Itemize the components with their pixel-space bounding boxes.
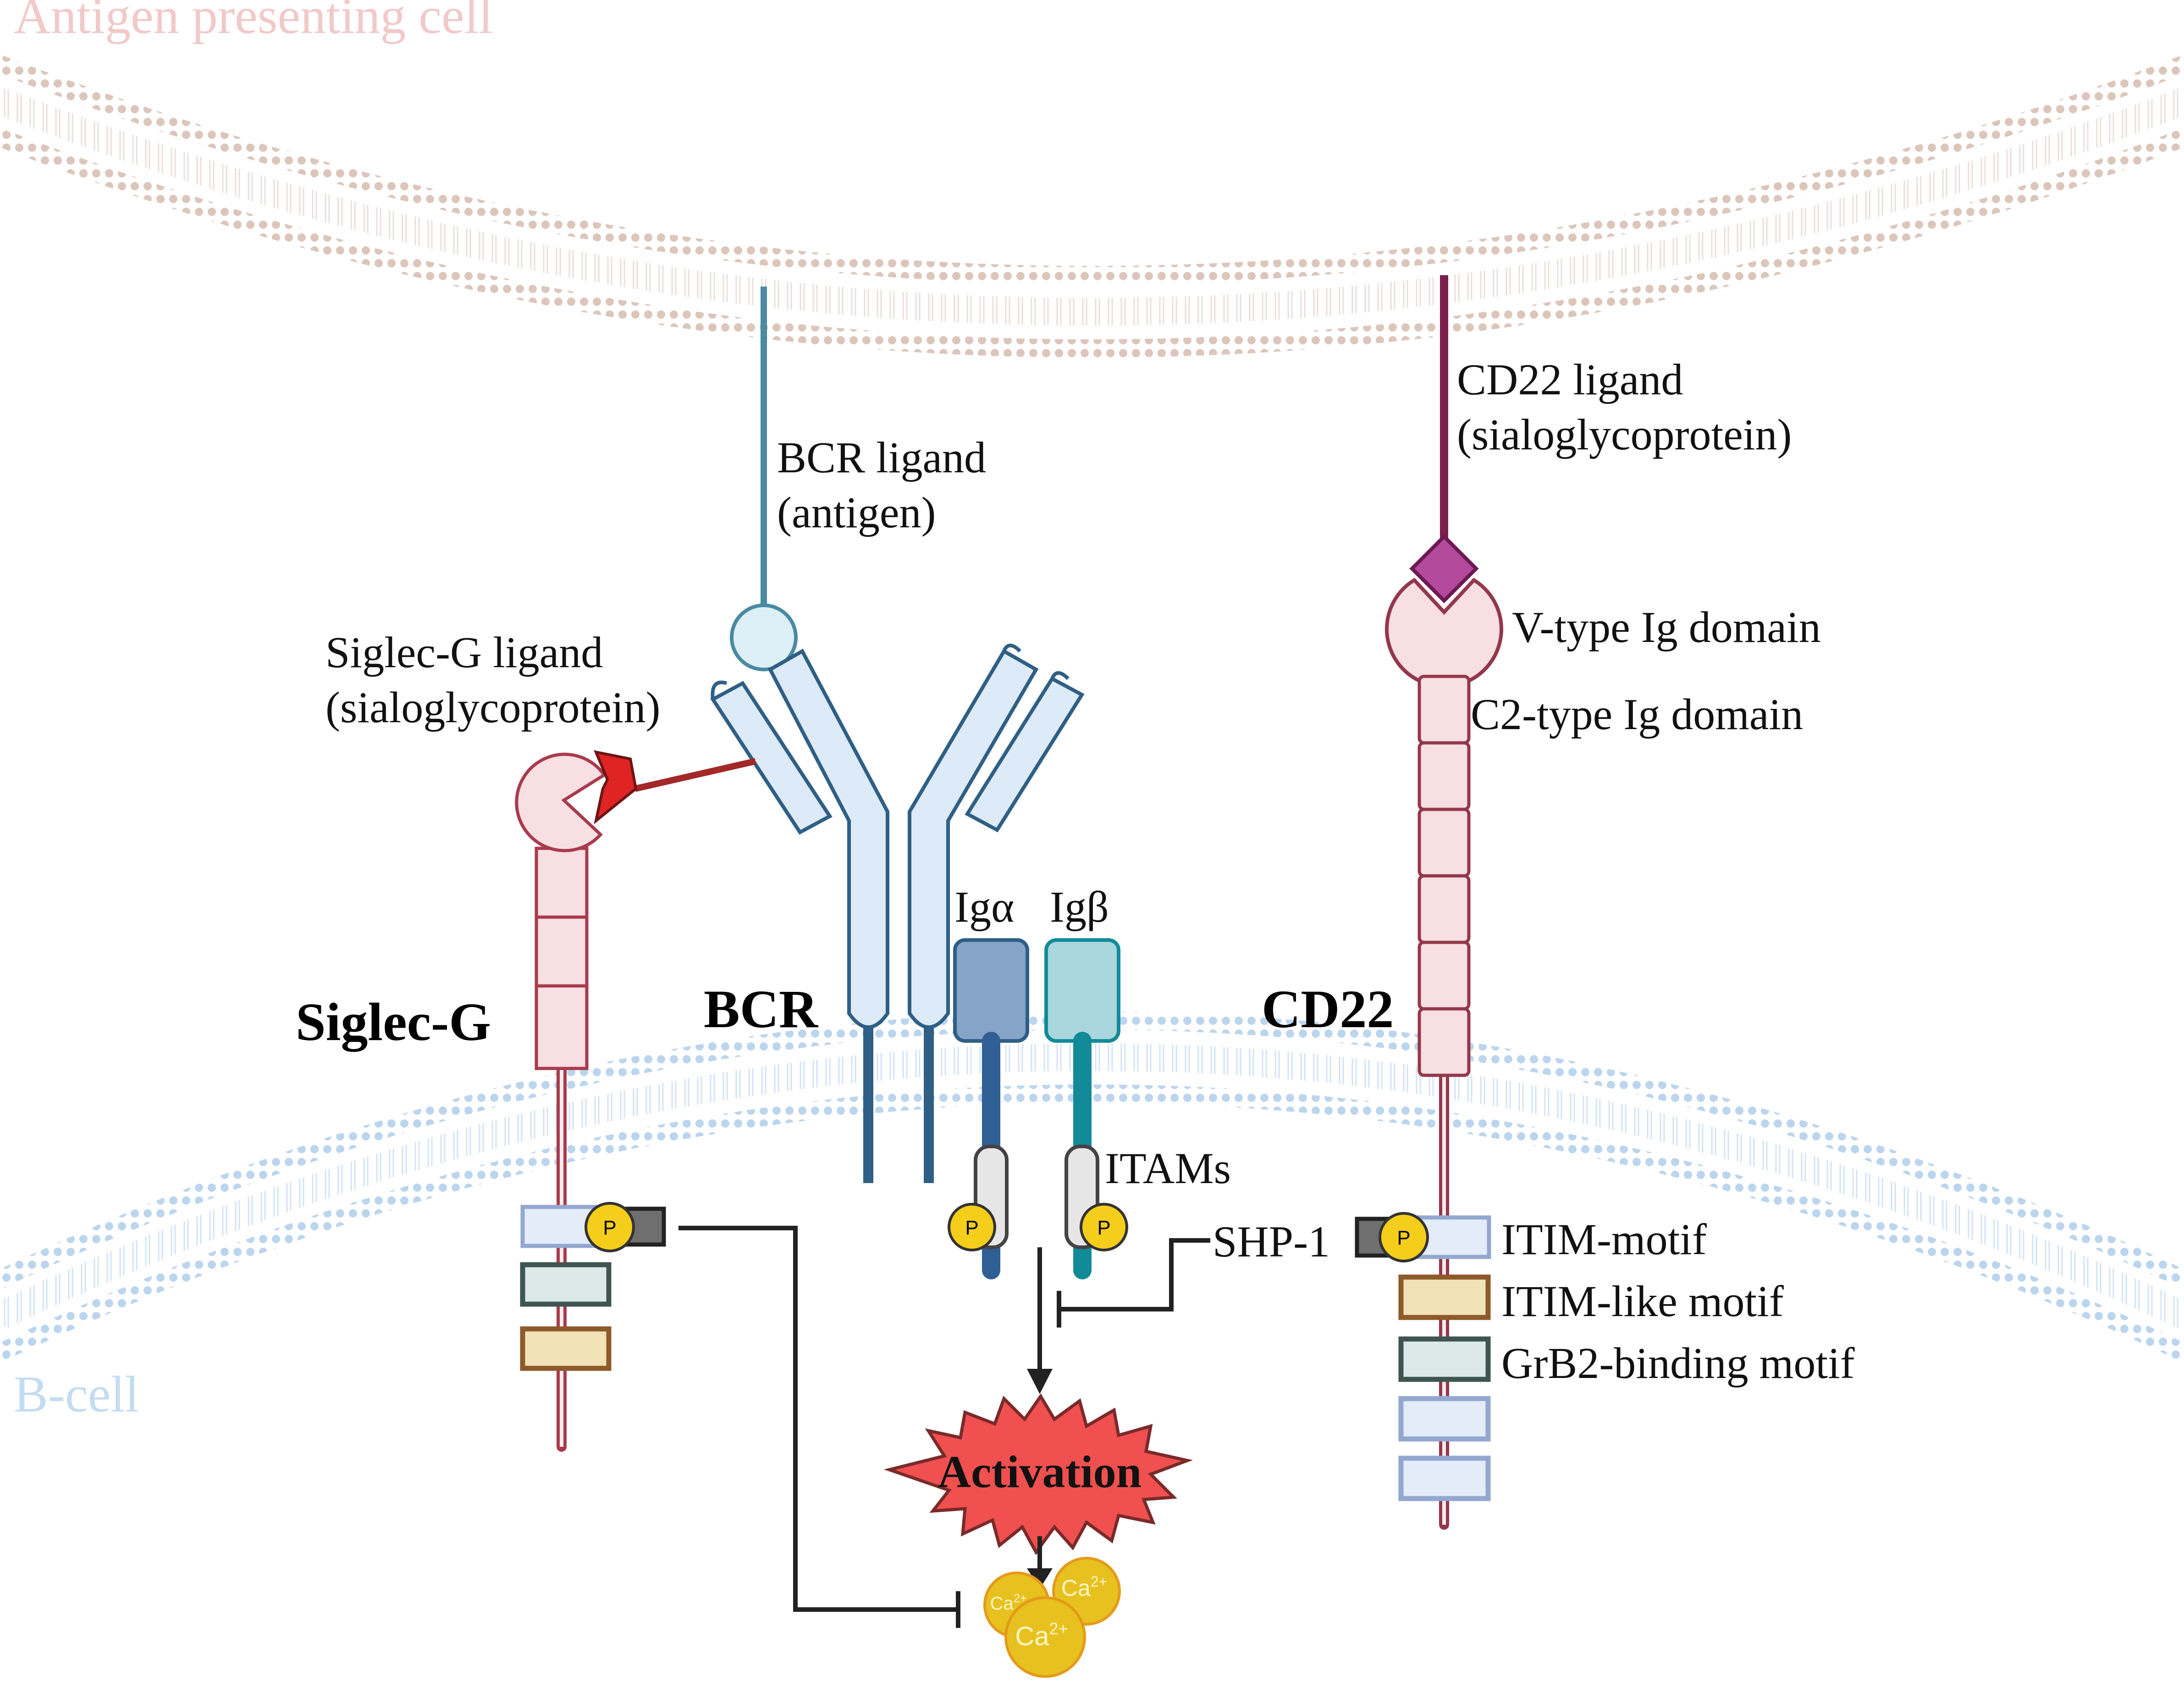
activation-arrow	[1027, 1247, 1053, 1394]
svg-text:Ca2+: Ca2+	[1015, 1619, 1068, 1651]
apc-membrane	[0, 55, 2184, 358]
calcium-icon	[1004, 1596, 1086, 1678]
bcr-ligand-label: BCR ligand (antigen)	[777, 433, 997, 537]
cd22-receptor: P	[1355, 577, 1503, 1530]
svg-text:P: P	[1097, 1217, 1110, 1239]
activation-burst	[883, 1393, 1193, 1555]
bcr-label: BCR	[704, 979, 819, 1039]
cd22-ligand	[1409, 275, 1479, 603]
ig-beta: P	[1044, 938, 1128, 1279]
siglec-g-ligand-label: Siglec-G ligand (sialoglycoprotein)	[325, 628, 660, 732]
svg-text:P: P	[1397, 1227, 1410, 1249]
itim-motif-label: ITIM-motif	[1501, 1215, 1707, 1264]
itams-label: ITAMs	[1105, 1144, 1231, 1193]
cd22-label: CD22	[1262, 979, 1394, 1039]
itim-like-label: ITIM-like motif	[1501, 1277, 1784, 1326]
bcell-label: B-cell	[14, 1366, 139, 1423]
ig-alpha-label: Igα	[954, 882, 1014, 931]
siglec-g-receptor: P	[515, 752, 666, 1452]
apc-label: Antigen presenting cell	[14, 0, 493, 44]
calcium-arrow	[1027, 1536, 1053, 1589]
phospho-icon	[585, 1202, 635, 1252]
siglec-inhibition-line	[678, 1226, 960, 1628]
bcr-receptor	[710, 643, 1085, 1183]
grb2-label: GrB2-binding motif	[1501, 1339, 1855, 1388]
siglec-g-ligand	[594, 750, 756, 824]
svg-text:Ca2+: Ca2+	[990, 1591, 1027, 1614]
phospho-icon	[1379, 1212, 1429, 1262]
svg-text:P: P	[965, 1217, 978, 1239]
v-domain-label: V-type Ig domain	[1512, 603, 1821, 652]
phospho-icon	[1080, 1203, 1128, 1251]
svg-text:P: P	[603, 1217, 616, 1239]
ig-alpha: P	[948, 938, 1029, 1279]
siglec-g-label: Siglec-G	[296, 992, 491, 1052]
bcr-ligand	[730, 287, 798, 671]
activation-label: Activation	[938, 1446, 1142, 1497]
ig-beta-label: Igβ	[1050, 882, 1109, 931]
calcium-ions: Ca2+ Ca2+ Ca2+	[983, 1557, 1121, 1678]
shp1-inhibition-line	[1057, 1238, 1210, 1328]
phospho-icon	[948, 1203, 996, 1251]
cd22-ligand-label: CD22 ligand (sialoglycoprotein)	[1457, 355, 1792, 459]
shp1-label: SHP-1	[1213, 1217, 1330, 1266]
svg-text:Ca2+: Ca2+	[1061, 1573, 1107, 1601]
c2-domain-label: C2-type Ig domain	[1471, 690, 1803, 739]
